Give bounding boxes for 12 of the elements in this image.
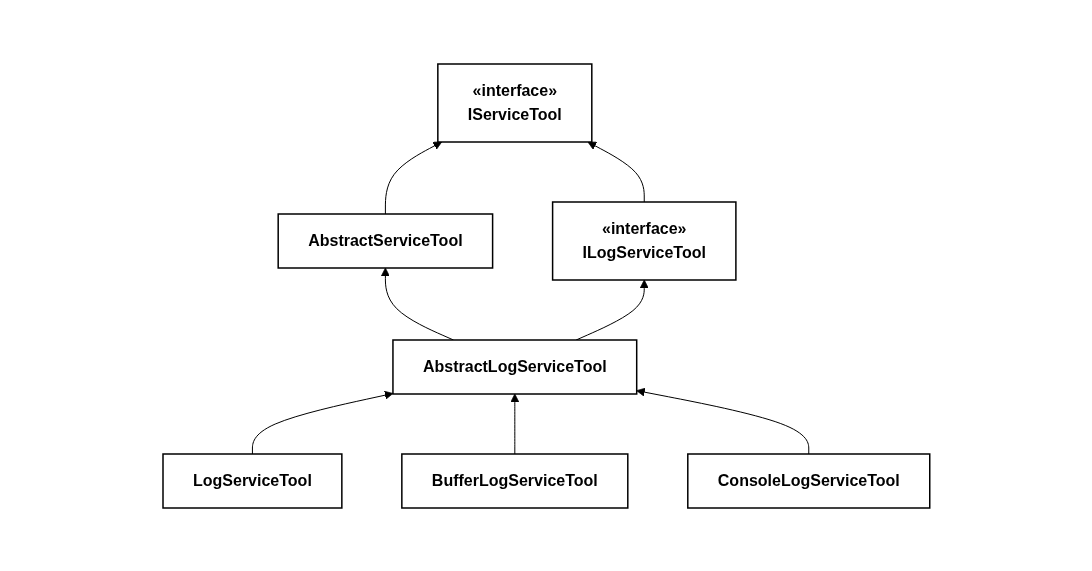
- node-box: AbstractLogServiceTool: [391, 338, 638, 395]
- arrow: [587, 141, 645, 202]
- node-box: «interface» ILogServiceTool: [551, 200, 737, 281]
- node-box: BufferLogServiceTool: [400, 452, 629, 509]
- node-box: ConsoleLogServiceTool: [686, 452, 931, 509]
- node-box: «interface» IServiceTool: [436, 62, 593, 143]
- arrow: [384, 141, 442, 214]
- node-box: AbstractServiceTool: [277, 212, 493, 269]
- arrow: [251, 390, 393, 454]
- node-box: LogServiceTool: [161, 452, 343, 509]
- arrow: [635, 387, 809, 454]
- arrow: [510, 393, 519, 454]
